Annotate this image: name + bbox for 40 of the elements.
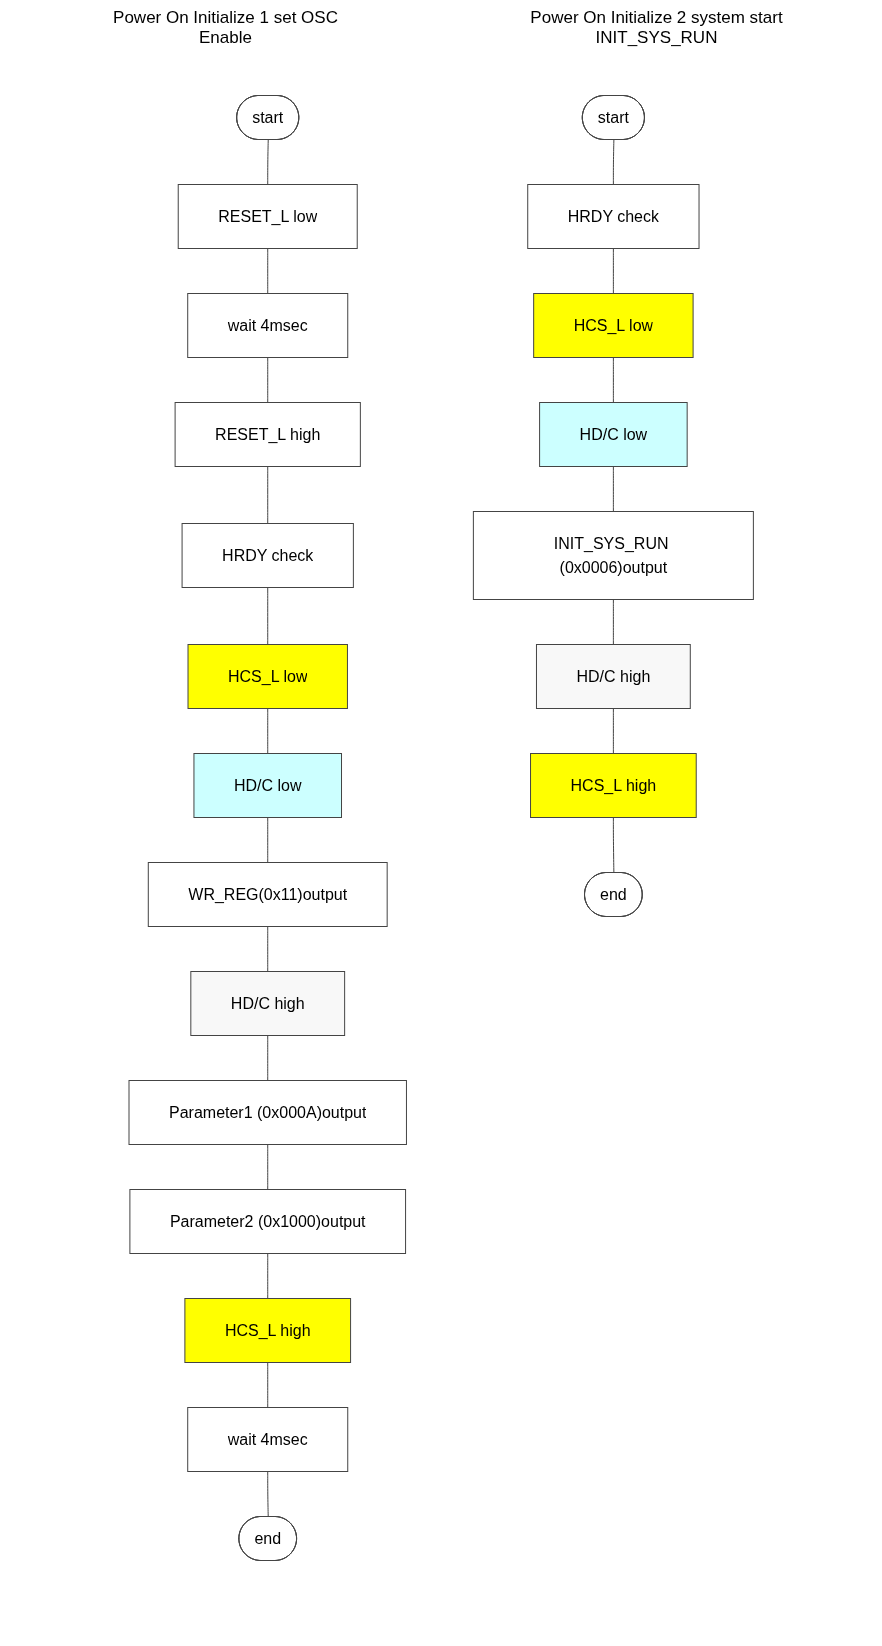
connector [267, 1253, 269, 1299]
connector [267, 1035, 269, 1081]
node-box: HCS_L low [187, 644, 348, 709]
connector [267, 466, 269, 524]
node-box: wait 4msec [187, 1407, 349, 1472]
connector [612, 599, 614, 645]
chart-heading: Power On Initialize 1 set OSC Enable [112, 8, 339, 48]
node-box: HRDY check [181, 523, 354, 588]
connector [267, 139, 269, 185]
node-box: Parameter2 (0x1000)output [129, 1189, 406, 1254]
node-box: Parameter1 (0x000A)output [128, 1080, 407, 1145]
connector [612, 708, 614, 754]
connector [612, 817, 615, 874]
connector [267, 817, 269, 863]
node-box: WR_REG(0x11)output [147, 862, 388, 927]
node-box: RESET_L high [174, 402, 361, 467]
node-box: HD/C high [535, 644, 691, 709]
node-box: INIT_SYS_RUN (0x0006)output [472, 511, 754, 600]
connector [267, 926, 269, 972]
node-box: RESET_L low [177, 184, 358, 249]
connector [267, 357, 269, 403]
node-box: HD/C low [538, 402, 688, 467]
connector [267, 1144, 269, 1190]
connector [267, 1362, 269, 1408]
node-box: HCS_L high [529, 753, 697, 818]
connector [612, 139, 615, 185]
connector [612, 357, 614, 403]
node-box: HD/C high [190, 971, 345, 1036]
node-box: HCS_L high [184, 1298, 351, 1363]
node-box: HCS_L low [532, 293, 694, 358]
chart-heading: Power On Initialize 2 system start INIT_SYS_RUN [529, 8, 784, 48]
connector [267, 1471, 269, 1518]
connector [267, 248, 269, 294]
connector [267, 587, 269, 645]
node-box: HRDY check [527, 184, 700, 249]
connector [612, 466, 614, 512]
node-box: HD/C low [193, 753, 342, 818]
node-box: wait 4msec [187, 293, 349, 358]
connector [612, 248, 614, 294]
connector [267, 708, 269, 754]
